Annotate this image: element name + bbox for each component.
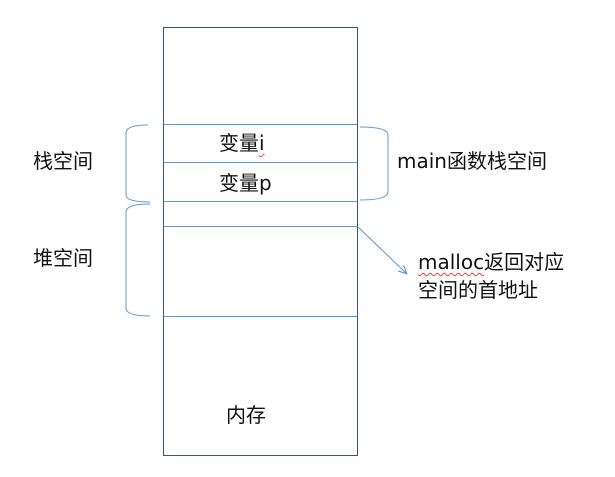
malloc-annotation-line1: malloc返回对应 — [418, 250, 564, 274]
malloc-annotation-line2: 空间的首地址 — [418, 278, 538, 302]
malloc-line1-rest: 返回对应 — [484, 250, 565, 274]
var-i-cell: 变量i — [219, 131, 265, 155]
var-p-cell: 变量p — [219, 171, 272, 195]
var-p-name: p — [259, 171, 272, 195]
main-stack-label: main函数栈空间 — [397, 149, 547, 173]
stack-region-label: 栈空间 — [33, 149, 93, 173]
malloc-keyword: malloc — [418, 250, 485, 274]
var-i-label: 变量 — [219, 131, 259, 155]
var-p-label: 变量 — [219, 171, 259, 195]
malloc-pointer-arrow — [357, 226, 406, 273]
main-stack-brace — [359, 126, 389, 201]
stack-region-brace — [125, 124, 151, 203]
heap-region-label: 堆空间 — [33, 246, 93, 270]
heap-region-brace — [125, 203, 151, 317]
memory-box — [163, 27, 358, 456]
memory-label: 内存 — [226, 403, 266, 427]
var-i-name: i — [259, 131, 265, 155]
